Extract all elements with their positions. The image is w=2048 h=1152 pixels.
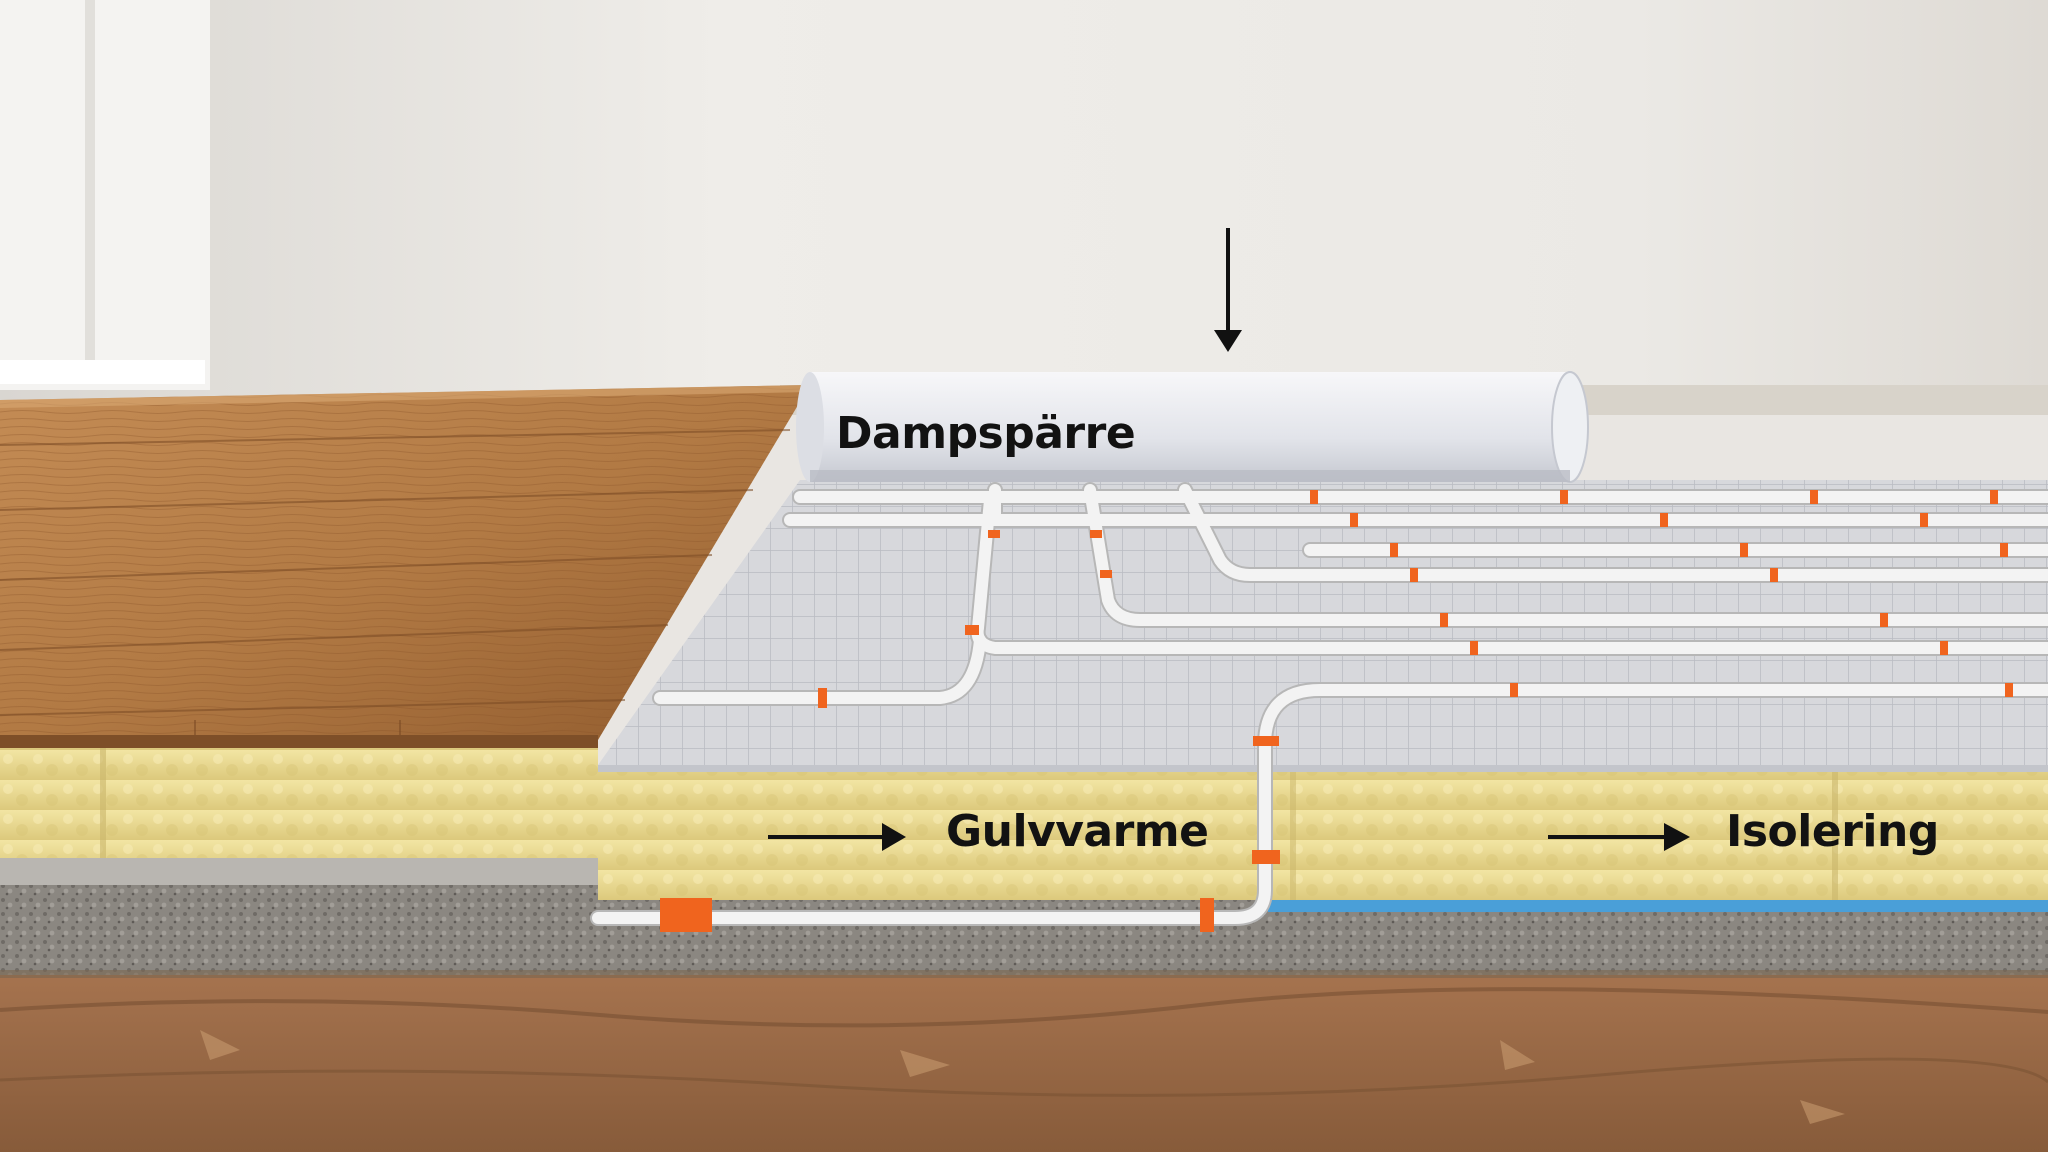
floor-board-seams — [0, 429, 791, 740]
arrow-right-icon — [1548, 823, 1690, 851]
vapor-barrier-label: Dampspärre — [836, 408, 1136, 459]
insulation-right — [598, 765, 2048, 900]
vapor-barrier-roll — [796, 371, 1589, 483]
wall — [0, 0, 2048, 400]
arrow-right-icon — [768, 823, 906, 851]
window-frame — [85, 0, 95, 380]
wood-floor-edge — [0, 735, 598, 748]
subfloor-board — [0, 855, 598, 885]
floor-heating-label: Gulvvarme — [946, 806, 1209, 857]
window-light — [0, 0, 210, 390]
insulation-left — [0, 740, 598, 858]
insulation-label: Isolering — [1726, 806, 1939, 857]
pipe-clips — [660, 490, 2013, 932]
window-sill — [0, 360, 205, 384]
foil-edge — [1268, 898, 2048, 912]
arrow-down-icon — [1214, 228, 1242, 352]
soil-layer — [0, 960, 2048, 1152]
heating-pipes — [590, 482, 2048, 926]
